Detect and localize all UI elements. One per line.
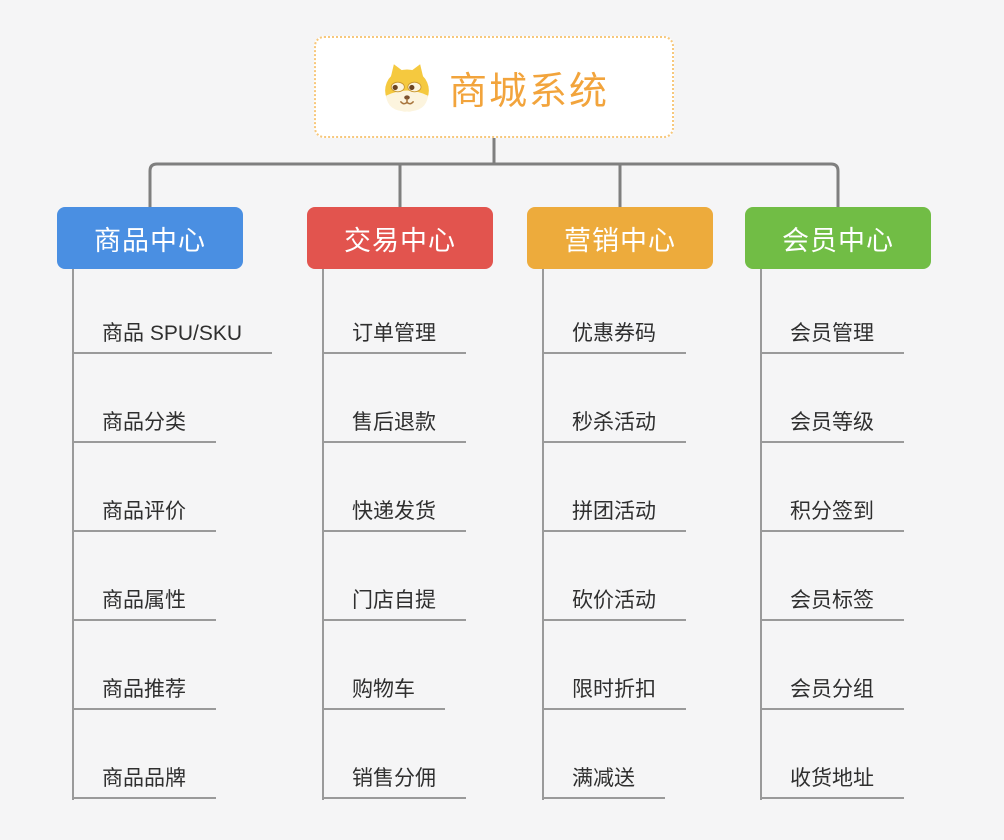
leaf-node-4-2[interactable]: 会员等级: [760, 407, 904, 443]
connector-horizontal: [148, 162, 840, 208]
leaf-node-2-4[interactable]: 门店自提: [322, 585, 466, 621]
branch-label: 交易中心: [344, 225, 456, 256]
leaf-node-1-2[interactable]: 商品分类: [72, 407, 216, 443]
leaf-node-3-5[interactable]: 限时折扣: [542, 674, 686, 710]
branch-node-3[interactable]: 营销中心: [527, 207, 713, 269]
leaf-node-4-4[interactable]: 会员标签: [760, 585, 904, 621]
leaf-node-1-1[interactable]: 商品 SPU/SKU: [72, 318, 273, 354]
leaf-node-2-5[interactable]: 购物车: [322, 674, 445, 710]
root-title: 商城系统: [448, 70, 609, 113]
branch-label: 营销中心: [564, 225, 676, 256]
connector-branch-trunk: [760, 269, 762, 800]
connector-group: [148, 136, 840, 208]
leaf-node-4-5[interactable]: 会员分组: [760, 674, 904, 710]
leaf-node-4-6[interactable]: 收货地址: [760, 763, 904, 799]
leaf-node-1-4[interactable]: 商品属性: [72, 585, 216, 621]
root-node[interactable]: 商城系统: [314, 36, 674, 138]
doge-icon: [379, 60, 435, 114]
branch-label: 商品中心: [94, 225, 206, 256]
leaf-node-1-5[interactable]: 商品推荐: [72, 674, 216, 710]
leaf-node-3-3[interactable]: 拼团活动: [542, 496, 686, 532]
leaf-node-1-3[interactable]: 商品评价: [72, 496, 216, 532]
leaf-node-4-3[interactable]: 积分签到: [760, 496, 904, 532]
leaf-node-3-4[interactable]: 砍价活动: [542, 585, 686, 621]
connector-branch-trunk: [72, 269, 74, 800]
leaf-node-4-1[interactable]: 会员管理: [760, 318, 904, 354]
branch-node-2[interactable]: 交易中心: [307, 207, 493, 269]
branch-label: 会员中心: [782, 225, 894, 256]
leaf-node-2-3[interactable]: 快递发货: [322, 496, 466, 532]
branch-node-4[interactable]: 会员中心: [745, 207, 931, 269]
leaf-node-1-6[interactable]: 商品品牌: [72, 763, 216, 799]
leaf-node-2-6[interactable]: 销售分佣: [322, 763, 466, 799]
leaf-node-3-2[interactable]: 秒杀活动: [542, 407, 686, 443]
leaf-node-2-1[interactable]: 订单管理: [322, 318, 466, 354]
branch-node-1[interactable]: 商品中心: [57, 207, 243, 269]
connector-branch-trunk: [542, 269, 544, 800]
leaf-node-3-6[interactable]: 满减送: [542, 763, 665, 799]
leaf-node-3-1[interactable]: 优惠券码: [542, 318, 686, 354]
leaf-node-2-2[interactable]: 售后退款: [322, 407, 466, 443]
connector-branch-trunk: [322, 269, 324, 800]
